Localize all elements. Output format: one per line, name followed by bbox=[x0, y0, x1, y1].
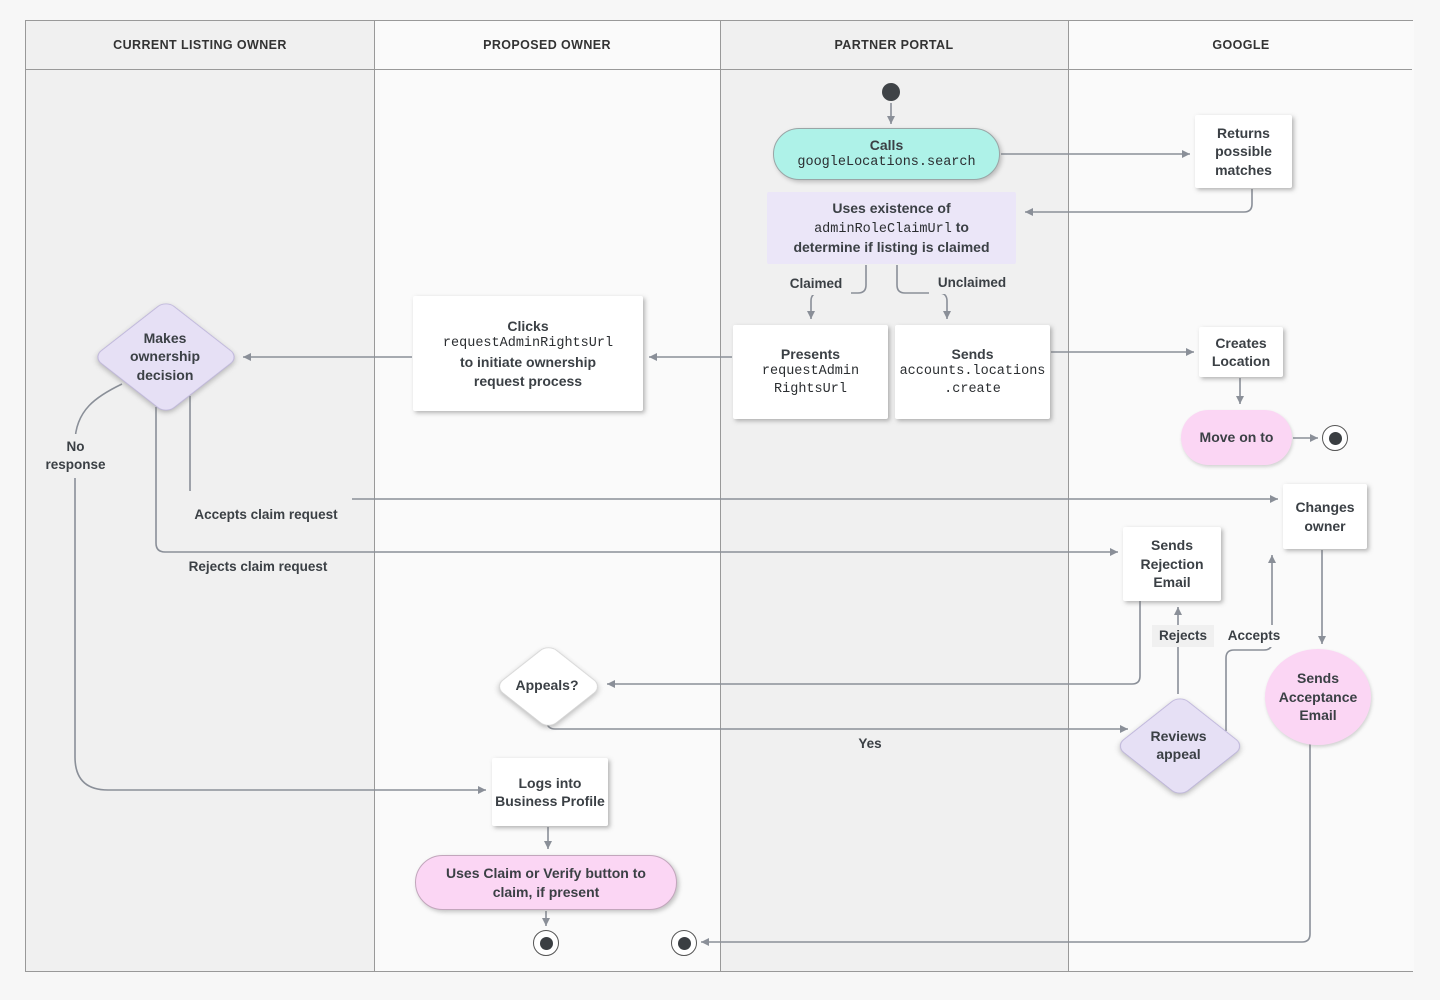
lane-header-google: GOOGLE bbox=[1212, 38, 1270, 52]
node-line1: Uses existence of bbox=[832, 200, 951, 217]
node-label: Creates Location bbox=[1211, 334, 1271, 369]
end-node-dot bbox=[1328, 431, 1342, 445]
node-code-line1: requestAdmin bbox=[761, 364, 860, 380]
node-logs-into-business-profile: Logs into Business Profile bbox=[492, 758, 608, 826]
edge-acceptance-to-end bbox=[701, 744, 1311, 946]
node-label: Appeals? bbox=[515, 676, 579, 693]
edge-unclaimed bbox=[896, 265, 951, 319]
end-node-dot bbox=[539, 936, 553, 950]
node-sends-accounts-locations-create: Sends accounts.locations .create bbox=[895, 325, 1050, 419]
end-node-create bbox=[1322, 425, 1348, 451]
node-code: adminRoleClaimUrl bbox=[814, 221, 952, 237]
node-uses-existence-adminroleclaimurl: Uses existence of adminRoleClaimUrl to d… bbox=[767, 192, 1016, 264]
edge-label-no-response: No response bbox=[39, 434, 112, 478]
node-title: Clicks bbox=[507, 317, 549, 334]
node-label: Sends Rejection Email bbox=[1140, 537, 1204, 591]
node-code-line2: .create bbox=[944, 382, 1001, 398]
node-label: Logs into Business Profile bbox=[495, 774, 605, 809]
node-clicks-requestadminrightsurl: Clicks requestAdminRightsUrl to initiate… bbox=[413, 296, 643, 411]
node-label: Changes owner bbox=[1295, 499, 1355, 534]
lane-header-proposed-owner: PROPOSED OWNER bbox=[483, 38, 611, 52]
edge-label-rejects: Rejects bbox=[1152, 625, 1214, 647]
node-appeals: Appeals? bbox=[493, 642, 603, 730]
node-line3: request process bbox=[473, 372, 583, 389]
node-code: googleLocations.search bbox=[797, 155, 976, 171]
node-title: Sends bbox=[951, 345, 994, 362]
end-node-acceptance bbox=[671, 930, 697, 956]
lane-header-current-listing-owner: CURRENT LISTING OWNER bbox=[113, 38, 287, 52]
edge-rejection-to-appeals bbox=[607, 601, 1141, 688]
start-node bbox=[882, 83, 900, 101]
node-returns-possible-matches: Returns possible matches bbox=[1195, 115, 1292, 188]
node-title: Presents bbox=[780, 345, 841, 362]
edge-rejects-claim bbox=[155, 407, 1118, 556]
node-calls-googlelocations-search: Calls googleLocations.search bbox=[773, 128, 1000, 180]
edge-appeals-yes-to-reviews bbox=[546, 716, 1128, 733]
header-divider bbox=[26, 69, 1412, 70]
edge-returns-to-uses bbox=[1025, 189, 1253, 216]
node-creates-location: Creates Location bbox=[1199, 327, 1283, 377]
lane-header-partner-portal: PARTNER PORTAL bbox=[834, 38, 954, 52]
node-label: Uses Claim or Verify button to claim, if… bbox=[446, 865, 646, 900]
node-code-line1: accounts.locations bbox=[899, 364, 1046, 380]
end-node-dot bbox=[677, 936, 691, 950]
node-title: Calls bbox=[869, 136, 904, 153]
node-line2: to initiate ownership bbox=[459, 354, 597, 371]
edge-label-accepts-claim-request: Accepts claim request bbox=[180, 491, 352, 524]
node-line3: determine if listing is claimed bbox=[793, 239, 990, 256]
edge-label-yes: Yes bbox=[851, 733, 889, 755]
node-sends-acceptance-email: Sends Acceptance Email bbox=[1265, 649, 1371, 745]
node-line2: adminRoleClaimUrl to bbox=[814, 218, 969, 239]
node-presents-requestadminrightsurl: Presents requestAdmin RightsUrl bbox=[733, 325, 888, 419]
node-makes-ownership-decision: Makes ownership decision bbox=[92, 299, 240, 415]
node-changes-owner: Changes owner bbox=[1283, 484, 1367, 549]
edge-no-response bbox=[74, 383, 486, 794]
node-code-line2: RightsUrl bbox=[774, 382, 847, 398]
node-move-on-to: Move on to bbox=[1181, 410, 1292, 465]
node-uses-claim-or-verify-button: Uses Claim or Verify button to claim, if… bbox=[415, 855, 677, 910]
node-label: Returns possible matches bbox=[1215, 124, 1272, 178]
node-label: Move on to bbox=[1199, 429, 1274, 446]
edge-label-claimed: Claimed bbox=[781, 273, 851, 295]
node-sends-rejection-email: Sends Rejection Email bbox=[1123, 527, 1221, 601]
node-label: Makes ownership decision bbox=[129, 330, 200, 383]
node-code: requestAdminRightsUrl bbox=[442, 336, 614, 352]
edge-label-unclaimed: Unclaimed bbox=[929, 272, 1015, 294]
node-reviews-appeal: Reviews appeal bbox=[1114, 694, 1245, 798]
end-node-claim bbox=[533, 930, 559, 956]
edge-label-rejects-claim-request: Rejects claim request bbox=[176, 556, 340, 578]
edge-label-accepts: Accepts bbox=[1220, 625, 1288, 647]
node-label: Sends Acceptance Email bbox=[1278, 670, 1358, 724]
node-line2-suffix: to bbox=[951, 218, 969, 235]
node-label: Reviews appeal bbox=[1150, 727, 1207, 762]
